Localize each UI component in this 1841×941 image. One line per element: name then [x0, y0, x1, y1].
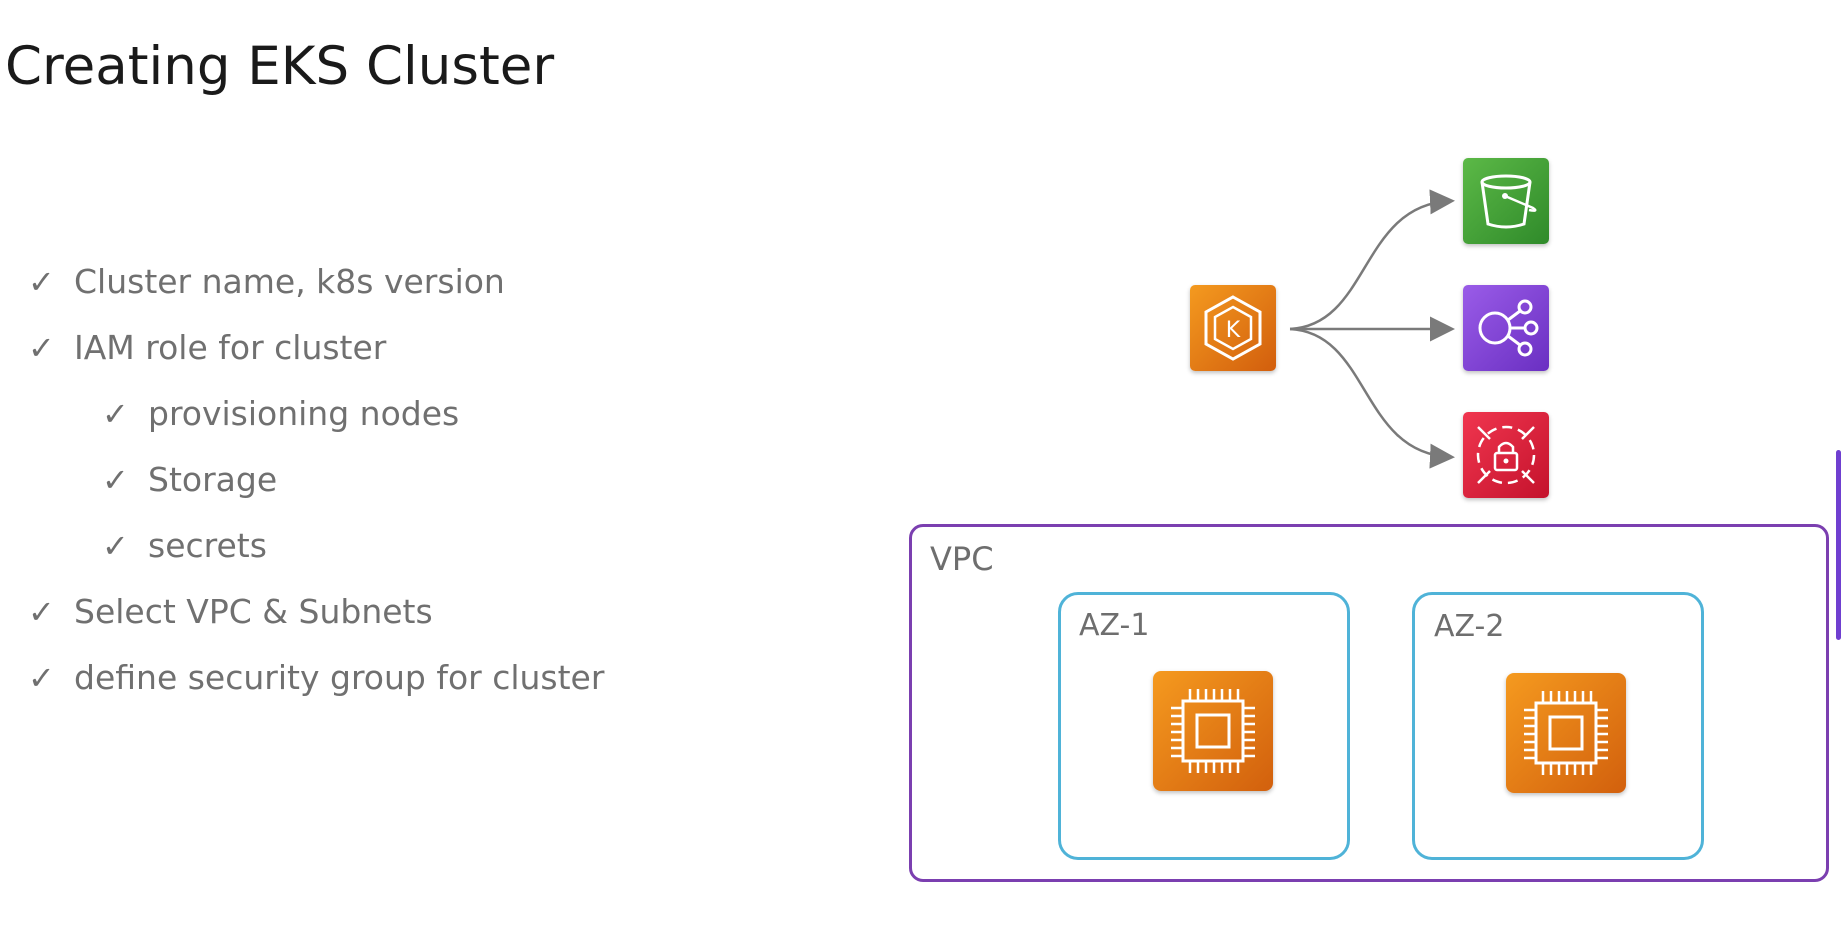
checklist-item-label: secrets	[148, 526, 267, 565]
eks-icon: K	[1190, 285, 1276, 371]
edge-accent	[1836, 450, 1841, 640]
checklist-item-label: provisioning nodes	[148, 394, 460, 433]
checklist-item: ✓ IAM role for cluster	[28, 328, 386, 367]
az-label: AZ-1	[1079, 608, 1150, 643]
vpc-label: VPC	[930, 540, 994, 578]
s3-bucket-icon	[1463, 158, 1549, 244]
eventbridge-icon	[1463, 285, 1549, 371]
arrow-to-secrets	[1289, 327, 1455, 469]
checklist-item-label: IAM role for cluster	[74, 328, 387, 367]
check-icon: ✓	[28, 658, 55, 697]
checklist-item: ✓ Select VPC & Subnets	[28, 592, 433, 631]
checklist-item: ✓ Cluster name, k8s version	[28, 262, 505, 301]
checklist-subitem: ✓ provisioning nodes	[102, 394, 459, 433]
checklist-item-label: Storage	[148, 460, 278, 499]
checklist-item-label: Cluster name, k8s version	[74, 262, 505, 301]
check-icon: ✓	[102, 526, 129, 565]
availability-zone-2	[1412, 592, 1704, 860]
check-icon: ✓	[28, 328, 55, 367]
svg-text:K: K	[1226, 318, 1241, 343]
check-icon: ✓	[28, 592, 55, 631]
arrow-to-s3	[1289, 189, 1455, 331]
checklist-item-label: Select VPC & Subnets	[74, 592, 433, 631]
az-label: AZ-2	[1434, 609, 1505, 644]
check-icon: ✓	[28, 262, 55, 301]
checklist-subitem: ✓ Storage	[102, 460, 277, 499]
checklist-subitem: ✓ secrets	[102, 526, 267, 565]
vpc-container	[909, 524, 1829, 882]
check-icon: ✓	[102, 394, 129, 433]
checklist-item: ✓ define security group for cluster	[28, 658, 604, 697]
secrets-manager-icon	[1463, 412, 1549, 498]
ec2-instance-icon	[1506, 673, 1626, 793]
slide-title: Creating EKS Cluster	[5, 36, 555, 97]
availability-zone-1	[1058, 592, 1350, 860]
check-icon: ✓	[102, 460, 129, 499]
ec2-instance-icon	[1153, 671, 1273, 791]
checklist-item-label: define security group for cluster	[74, 658, 605, 697]
